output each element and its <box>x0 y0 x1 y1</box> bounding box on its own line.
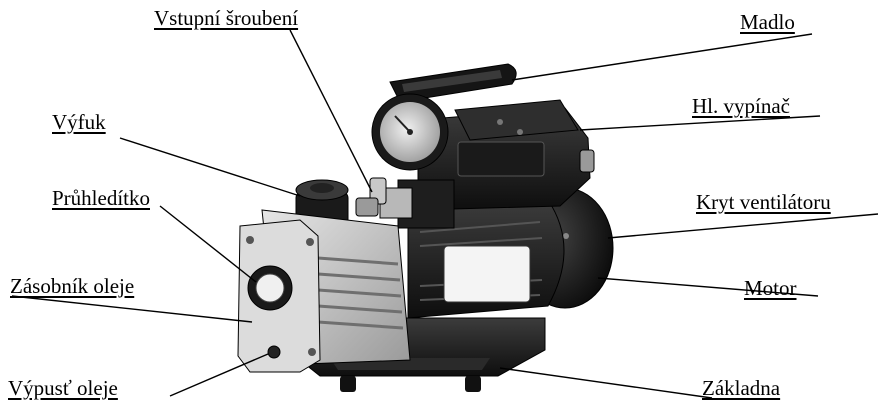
label-inlet-fitting: Vstupní šroubení <box>154 6 299 30</box>
label-handle: Madlo <box>740 10 795 34</box>
leader-motor <box>597 277 819 297</box>
leader-lines <box>11 29 878 399</box>
leader-base <box>499 367 713 399</box>
label-base: Základna <box>702 376 781 400</box>
label-main-switch: Hl. vypínač <box>692 94 790 118</box>
motor-label-plate <box>443 245 531 303</box>
leader-sight-glass <box>159 205 257 283</box>
label-fan-cover: Kryt ventilátoru <box>696 190 831 214</box>
label-sight-glass: Průhledítko <box>52 186 150 210</box>
leader-exhaust <box>119 137 301 197</box>
leader-oil-drain <box>169 353 269 397</box>
motor <box>407 199 565 319</box>
leader-switch <box>579 115 821 131</box>
label-exhaust: Výfuk <box>52 110 106 134</box>
label-oil-reservoir: Zásobník oleje <box>10 274 135 298</box>
oil-drain-plug <box>267 345 281 359</box>
leader-oil-reservoir <box>11 295 253 323</box>
gauge <box>371 93 449 171</box>
front-cover <box>237 219 321 373</box>
handle <box>389 63 517 103</box>
switch-knob <box>579 149 595 173</box>
label-oil-drain: Výpusť oleje <box>8 376 118 400</box>
leader-handle <box>511 33 813 81</box>
inlet-fitting <box>355 177 455 229</box>
leader-inlet <box>289 29 373 193</box>
label-motor: Motor <box>744 276 797 300</box>
leader-fan-cover <box>607 213 878 239</box>
